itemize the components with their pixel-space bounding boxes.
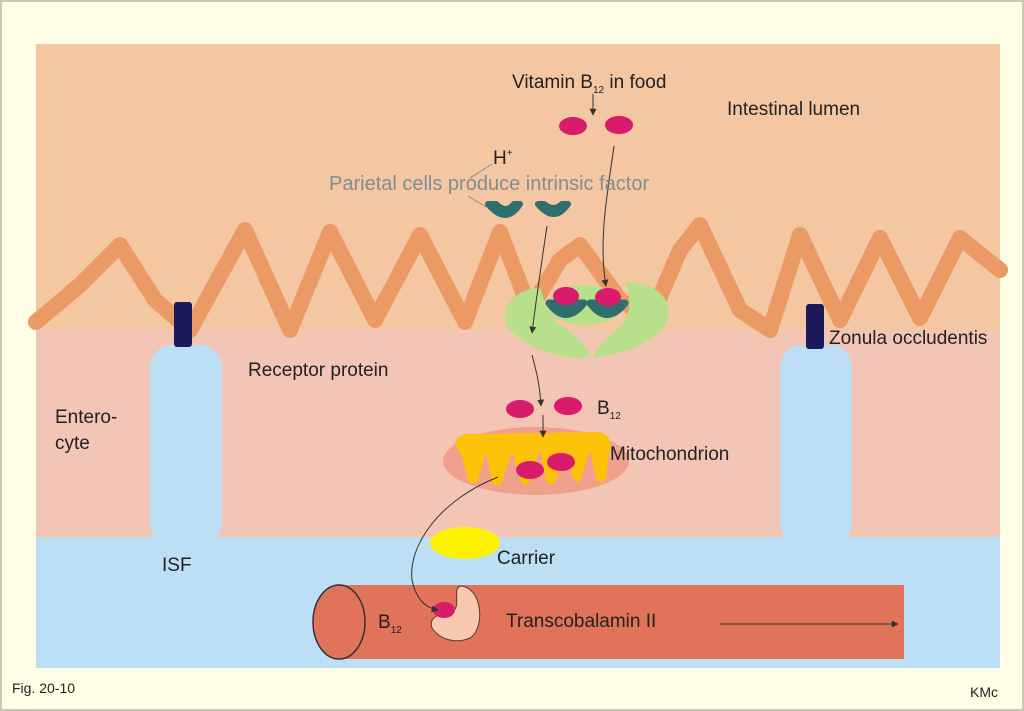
intrinsic-factor-2 [535,201,571,217]
carrier-protein [430,527,500,559]
cell-b12-2 [554,397,582,415]
transcobalamin-protein [430,585,481,642]
label-h-plus: H+ [493,148,513,169]
right-intercellular-space [780,345,852,545]
mitochondrion-cristae [455,432,611,486]
mito-b12-2 [547,453,575,471]
label-carrier: Carrier [497,548,556,569]
bound-b12-2 [595,288,621,306]
label-b12-vessel: B12 [378,612,402,636]
label-vitamin-b12-food: Vitamin B12 in food [512,72,666,96]
arrow-if-to-receptor [529,225,548,334]
label-intestinal-lumen: Intestinal lumen [727,99,860,120]
intrinsic-factor-1 [485,201,523,218]
h-plus-pointer [469,163,493,179]
left-intercellular-space [150,345,222,545]
label-enterocyte-line1: Entero- [55,407,117,428]
label-transcobalamin: Transcobalamin II [506,611,656,632]
bound-intrinsic-factor-1 [545,299,588,318]
arrow-to-transcobalamin [411,476,499,613]
label-parietal-cells: Parietal cells produce intrinsic factor [329,173,649,195]
arrow-receptor-to-cell [531,354,545,407]
left-tight-junction [174,302,192,347]
receptor-right [594,282,669,358]
label-enterocyte-line2: cyte [55,433,90,454]
label-b12-cell: B12 [597,398,621,422]
cell-b12-1 [506,400,534,418]
parietal-pointer [467,195,489,209]
label-receptor-protein: Receptor protein [248,360,388,381]
bound-intrinsic-factor-2 [586,299,629,318]
label-credit: KMc [970,684,998,700]
label-figure-number: Fig. 20-10 [12,680,75,696]
blood-vessel-end [312,584,366,660]
receptor-left [504,288,589,358]
label-isf: ISF [162,555,192,576]
label-mitochondrion: Mitochondrion [610,444,729,465]
bound-b12-1 [553,287,579,305]
arrow-b12-to-receptor [601,145,615,287]
brush-border-wave [28,217,1008,338]
food-b12-1 [559,117,587,135]
label-zonula-occludentis: Zonula occludentis [829,328,987,349]
food-b12-2 [605,116,633,134]
right-tight-junction [806,304,824,349]
mito-b12-1 [516,461,544,479]
